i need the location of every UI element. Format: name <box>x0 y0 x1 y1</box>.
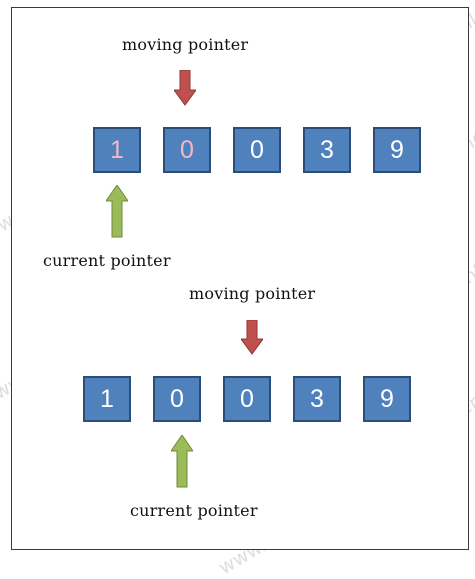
moving-pointer-label: moving pointer <box>122 35 249 54</box>
current-pointer-label: current pointer <box>130 501 258 520</box>
moving-pointer-label: moving pointer <box>189 284 316 303</box>
array-cell: 3 <box>303 127 351 173</box>
moving-pointer-arrow <box>174 70 196 106</box>
array-cell: 9 <box>363 376 411 422</box>
moving-pointer-arrow <box>241 320 263 355</box>
array-cell: 1 <box>83 376 131 422</box>
array-cell: 0 <box>163 127 211 173</box>
current-pointer-label: current pointer <box>43 251 171 270</box>
current-pointer-arrow <box>171 435 193 488</box>
array-cell: 0 <box>153 376 201 422</box>
array-cell: 1 <box>93 127 141 173</box>
array-cell: 0 <box>223 376 271 422</box>
current-pointer-arrow <box>106 185 128 238</box>
array-cell: 3 <box>293 376 341 422</box>
diagram-frame <box>11 7 469 550</box>
array-cell: 0 <box>233 127 281 173</box>
array-cell: 9 <box>373 127 421 173</box>
